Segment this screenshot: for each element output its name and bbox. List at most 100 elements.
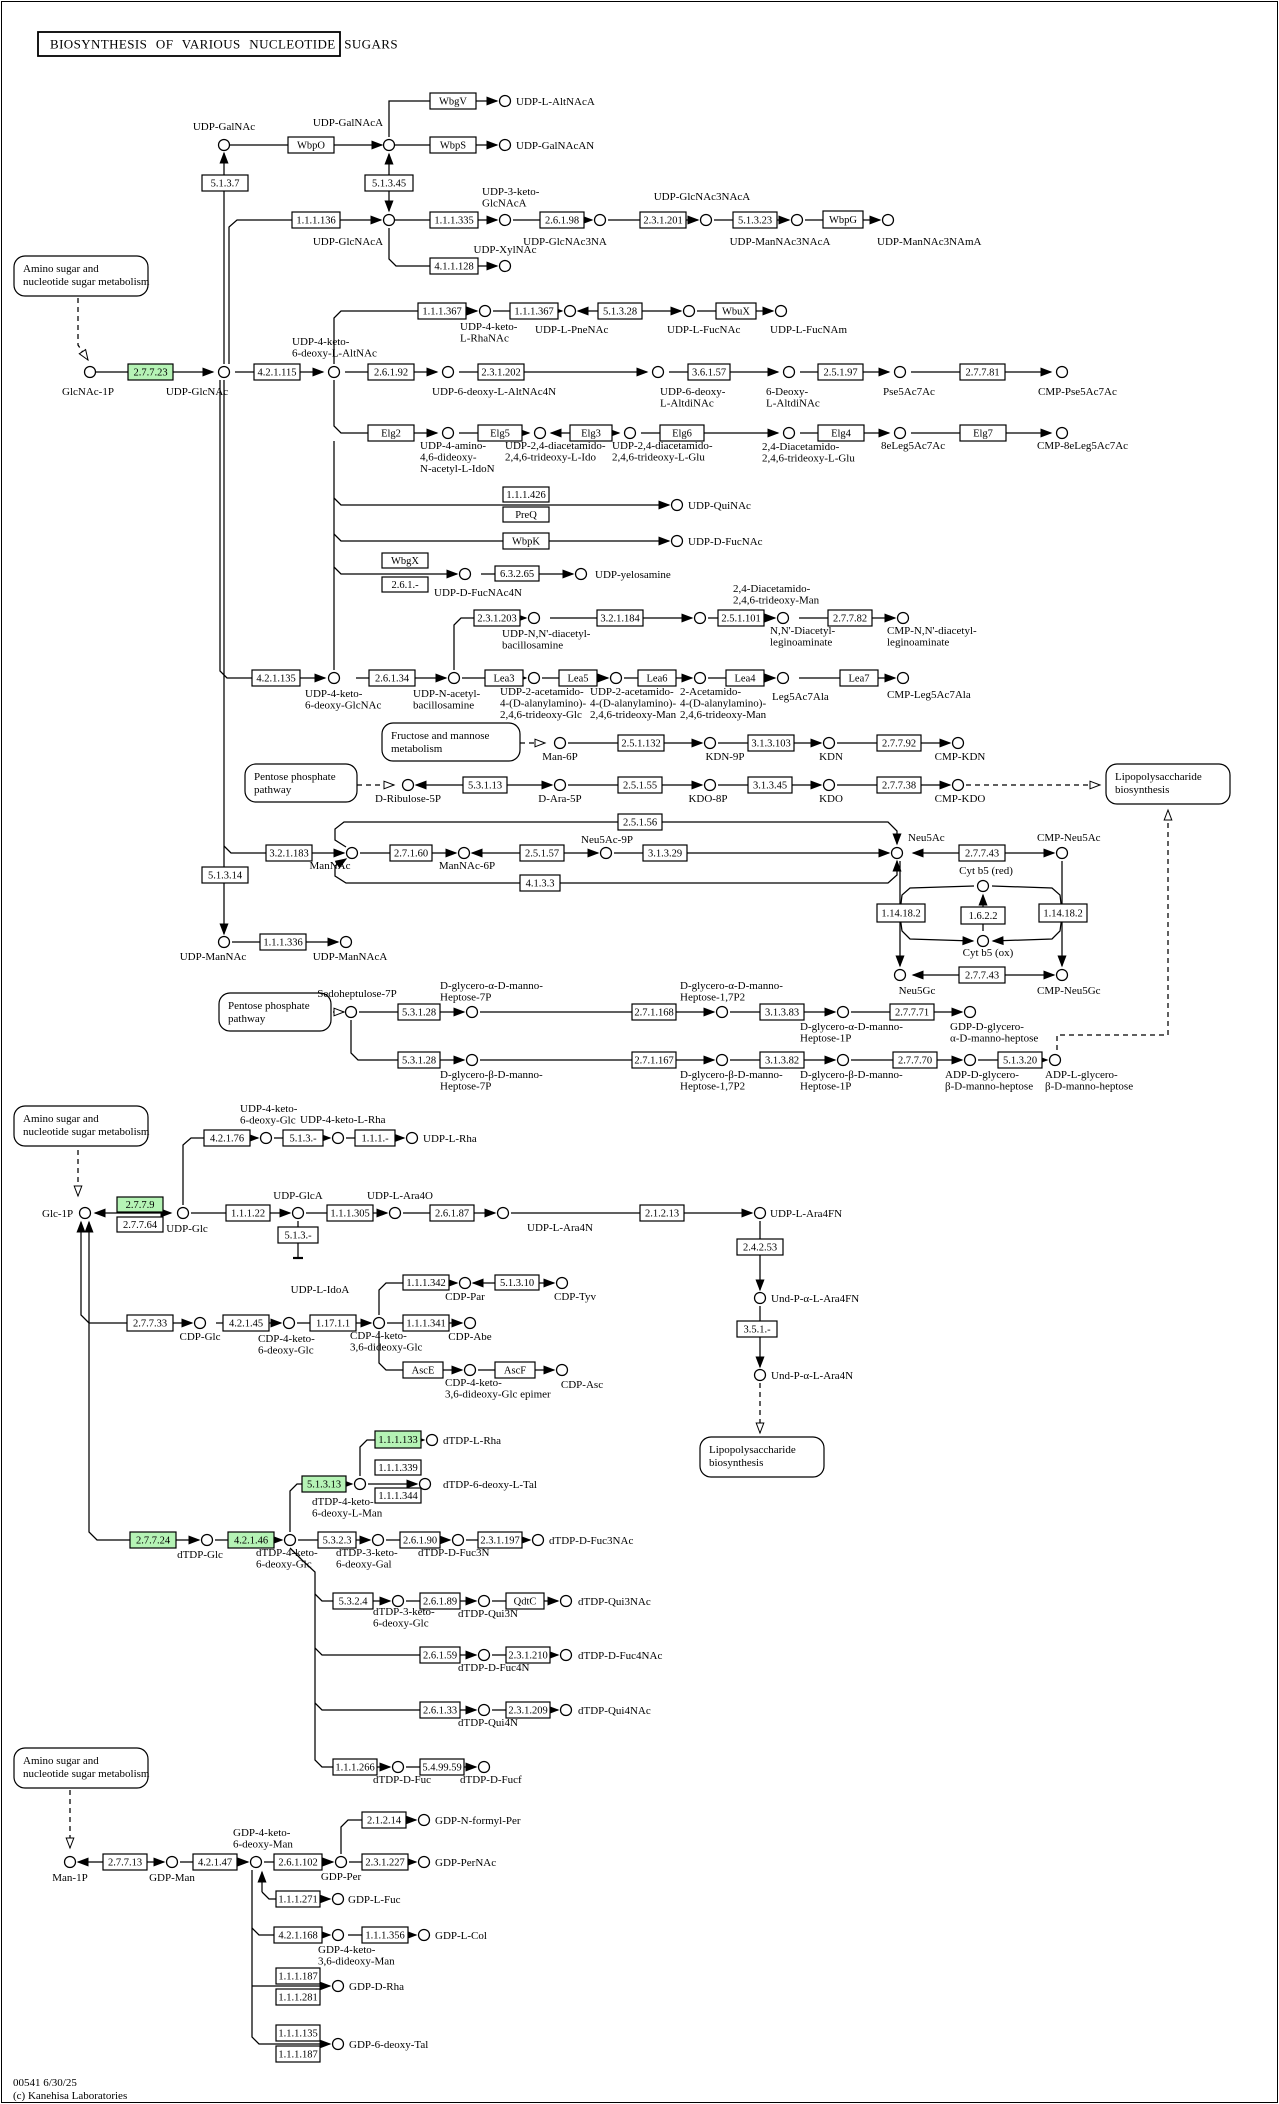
enzyme-box-5-3-1-28[interactable] — [397, 1003, 441, 1021]
compound-node[interactable] — [477, 1648, 491, 1662]
compound-node[interactable] — [782, 426, 796, 440]
compound-node[interactable] — [836, 1005, 850, 1019]
enzyme-box-Elg2[interactable] — [367, 424, 415, 442]
compound-node[interactable] — [498, 94, 512, 108]
compound-node[interactable] — [776, 671, 790, 685]
enzyme-box-1-1-1-339[interactable] — [374, 1459, 422, 1476]
enzyme-box-3-5-1-[interactable] — [736, 1320, 778, 1338]
compound-node[interactable] — [1055, 968, 1069, 982]
compound-node[interactable] — [836, 1053, 850, 1067]
compound-node[interactable] — [327, 671, 341, 685]
enzyme-box-1-14-18-2[interactable] — [876, 903, 926, 923]
enzyme-box-2-3-1-210[interactable] — [505, 1646, 551, 1664]
compound-node[interactable] — [165, 1855, 179, 1869]
compound-node[interactable] — [344, 1005, 358, 1019]
compound-node[interactable] — [217, 138, 231, 152]
enzyme-box-2-7-7-82[interactable] — [827, 609, 873, 627]
compound-node[interactable] — [893, 426, 907, 440]
pathway-link-box[interactable] — [699, 1436, 825, 1478]
enzyme-box-1-1-1-271[interactable] — [275, 1890, 321, 1908]
compound-node[interactable] — [388, 1206, 402, 1220]
compound-node[interactable] — [881, 213, 895, 227]
compound-node[interactable] — [371, 1533, 385, 1547]
enzyme-box-1-1-1-135[interactable] — [275, 2024, 321, 2042]
enzyme-box-2-7-7-92[interactable] — [876, 734, 922, 752]
enzyme-box-4-1-1-128[interactable] — [429, 257, 479, 275]
compound-node[interactable] — [498, 259, 512, 273]
enzyme-box-AscF[interactable] — [494, 1361, 536, 1379]
compound-node[interactable] — [282, 1316, 296, 1330]
compound-node[interactable] — [651, 365, 665, 379]
enzyme-box-2-6-1-90[interactable] — [399, 1531, 441, 1549]
enzyme-box-2-7-7-38[interactable] — [876, 776, 922, 794]
compound-node[interactable] — [339, 935, 353, 949]
compound-node[interactable] — [259, 1131, 273, 1145]
compound-node[interactable] — [1048, 1053, 1062, 1067]
compound-node[interactable] — [559, 1703, 573, 1717]
compound-node[interactable] — [559, 1594, 573, 1608]
compound-node[interactable] — [478, 304, 492, 318]
compound-node[interactable] — [417, 1855, 431, 1869]
enzyme-box-PreQ[interactable] — [502, 506, 550, 523]
enzyme-box-1-14-18-2[interactable] — [1038, 903, 1088, 923]
enzyme-box-1-1-1-281[interactable] — [275, 1988, 321, 2006]
enzyme-box-4-2-1-45[interactable] — [222, 1314, 270, 1332]
enzyme-box-QdtC[interactable] — [505, 1592, 545, 1610]
enzyme-box-2-6-1-98[interactable] — [539, 211, 585, 229]
compound-node[interactable] — [498, 213, 512, 227]
compound-node[interactable] — [533, 426, 547, 440]
compound-node[interactable] — [353, 1477, 367, 1491]
pathway-link-box[interactable] — [218, 992, 332, 1032]
enzyme-box-1-1-1-136[interactable] — [291, 211, 341, 229]
enzyme-box-3-6-1-57[interactable] — [687, 363, 731, 381]
compound-node[interactable] — [291, 1206, 305, 1220]
enzyme-box-Lea3[interactable] — [484, 669, 524, 687]
enzyme-box-WbpO[interactable] — [287, 136, 335, 154]
compound-node[interactable] — [465, 1005, 479, 1019]
enzyme-box-2-6-1-92[interactable] — [367, 363, 415, 381]
compound-node[interactable] — [753, 1206, 767, 1220]
enzyme-box-2-3-1-197[interactable] — [477, 1531, 523, 1549]
compound-node[interactable] — [447, 671, 461, 685]
compound-node[interactable] — [463, 1316, 477, 1330]
enzyme-box-5-1-3-20[interactable] — [997, 1051, 1043, 1069]
compound-node[interactable] — [893, 365, 907, 379]
compound-node[interactable] — [463, 1363, 477, 1377]
compound-node[interactable] — [331, 1928, 345, 1942]
compound-node[interactable] — [782, 365, 796, 379]
enzyme-box-2-3-1-202[interactable] — [477, 363, 525, 381]
enzyme-box-3-1-3-103[interactable] — [747, 734, 795, 752]
compound-node[interactable] — [477, 1594, 491, 1608]
compound-node[interactable] — [976, 879, 990, 893]
compound-node[interactable] — [441, 426, 455, 440]
compound-node[interactable] — [327, 365, 341, 379]
compound-node[interactable] — [417, 1928, 431, 1942]
compound-node[interactable] — [331, 1131, 345, 1145]
compound-node[interactable] — [401, 778, 415, 792]
compound-node[interactable] — [193, 1316, 207, 1330]
enzyme-box-Elg4[interactable] — [817, 424, 865, 442]
enzyme-box-1-1-1-133[interactable] — [374, 1430, 422, 1449]
enzyme-box-WbpG[interactable] — [822, 210, 864, 229]
pathway-link-box[interactable] — [1105, 763, 1231, 805]
enzyme-box-1-1-1-367[interactable] — [509, 302, 559, 320]
enzyme-box-3-1-3-82[interactable] — [759, 1051, 805, 1069]
compound-node[interactable] — [609, 671, 623, 685]
compound-node[interactable] — [283, 1533, 297, 1547]
compound-node[interactable] — [774, 304, 788, 318]
compound-node[interactable] — [574, 567, 588, 581]
compound-node[interactable] — [477, 1703, 491, 1717]
enzyme-box-2-7-1-167[interactable] — [631, 1051, 677, 1069]
enzyme-box-5-1-3-7[interactable] — [201, 174, 249, 192]
pathway-link-box[interactable] — [13, 1105, 149, 1147]
enzyme-box-Lea6[interactable] — [637, 669, 677, 687]
enzyme-box-1-1-1-305[interactable] — [326, 1204, 374, 1222]
compound-node[interactable] — [623, 426, 637, 440]
compound-node[interactable] — [896, 671, 910, 685]
enzyme-box-5-1-3-13[interactable] — [301, 1475, 347, 1493]
enzyme-box-1-1-1-341[interactable] — [402, 1314, 450, 1332]
enzyme-box-Elg6[interactable] — [659, 424, 705, 442]
enzyme-box-Lea4[interactable] — [725, 669, 765, 687]
enzyme-box-3-1-3-83[interactable] — [759, 1003, 805, 1021]
compound-node[interactable] — [417, 1813, 431, 1827]
